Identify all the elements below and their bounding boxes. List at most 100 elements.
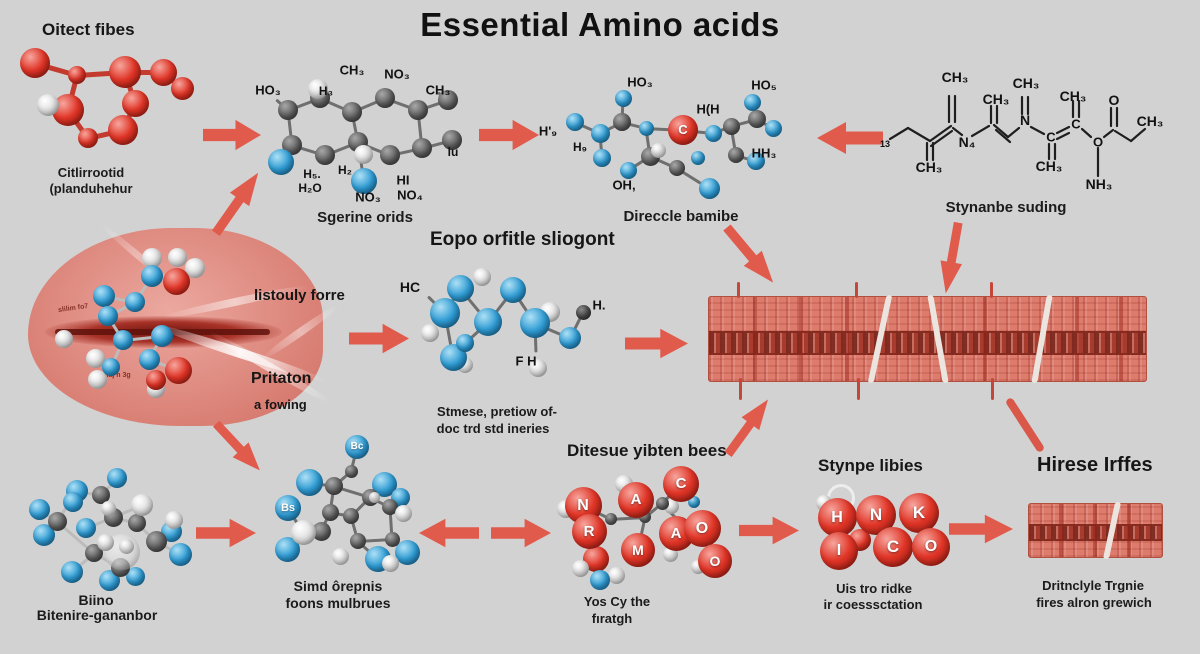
letter-ball: Bs xyxy=(275,495,301,521)
atom-label: CH₃ xyxy=(941,69,969,85)
atom-ball xyxy=(93,285,115,307)
atom-ball xyxy=(408,100,428,120)
atom-ball xyxy=(381,554,399,572)
atom-ball xyxy=(268,149,294,175)
atom-ball xyxy=(590,123,610,143)
atom-ball xyxy=(520,308,550,338)
atom-ball xyxy=(743,93,761,111)
atom-ball xyxy=(353,144,373,164)
oitect-caption-1: Citlirrootid xyxy=(57,165,125,180)
atom-label: NO₃ xyxy=(384,66,410,82)
stynpe-heading: Stynpe libies xyxy=(818,456,923,475)
atom-ball xyxy=(33,524,55,546)
simd-caption-2: foons mulbrues xyxy=(285,595,391,611)
fiber-seam xyxy=(1119,297,1123,381)
atom-ball xyxy=(384,531,400,547)
letter-ball: O xyxy=(912,528,950,566)
atom-label: H'₉ xyxy=(538,123,558,139)
atom-label: H. xyxy=(592,297,606,313)
atom-ball xyxy=(430,298,460,328)
letter-ball: M xyxy=(621,533,655,567)
atom-ball xyxy=(63,492,83,512)
atom-label: NO₃ xyxy=(355,189,381,205)
atom-ball xyxy=(128,514,146,532)
arrow-left-stynanbe-to-direccle xyxy=(817,119,883,157)
arrow-left-to-simd xyxy=(419,516,479,550)
atom-label: H₅. xyxy=(303,167,321,181)
atom-ball xyxy=(28,498,50,520)
atom-label: N xyxy=(1019,112,1031,128)
letter-ball: O xyxy=(683,509,721,547)
atom-ball xyxy=(109,56,141,88)
yos-caption-2: fıratgh xyxy=(591,611,633,626)
atom-label: NO₄ xyxy=(397,187,423,203)
blob-label-listouly: listouly forre xyxy=(254,287,345,304)
atom-ball xyxy=(375,88,395,108)
atom-ball xyxy=(412,138,432,158)
atom-ball xyxy=(500,277,526,303)
atom-label: F H xyxy=(515,353,537,369)
fiber-stick xyxy=(855,282,858,298)
atom-ball xyxy=(295,468,323,496)
atom-label: CH₃ xyxy=(339,62,365,78)
atom-ball xyxy=(421,324,439,342)
atom-ball xyxy=(728,147,744,163)
letter-ball: C xyxy=(663,466,699,502)
atom-ball xyxy=(125,292,145,312)
atom-label: O xyxy=(1092,134,1104,150)
atom-ball xyxy=(142,248,162,268)
atom-ball xyxy=(185,258,205,278)
atom-ball xyxy=(722,117,740,135)
stmese-caption-2: doc trd std ineries xyxy=(436,421,550,436)
atom-ball xyxy=(290,519,316,545)
atom-ball xyxy=(331,547,349,565)
atom-ball xyxy=(613,113,631,131)
atom-ball xyxy=(92,486,110,504)
atom-ball xyxy=(456,334,474,352)
atom-ball xyxy=(78,128,98,148)
arrow-down-blob-to-bottom-row xyxy=(207,415,270,480)
stynpe-caption-1: Uis tro ridke xyxy=(836,581,912,596)
atom-ball xyxy=(131,494,153,516)
atom-ball xyxy=(442,130,462,150)
atom-ball xyxy=(571,559,589,577)
atom-label: CH₃ xyxy=(1136,113,1164,129)
atom-ball xyxy=(382,499,398,515)
atom-ball xyxy=(325,477,343,495)
atom-label: CH₃ xyxy=(1059,88,1087,104)
fiber-stick xyxy=(739,378,742,400)
arrow-right-stmese-to-fiber xyxy=(625,328,688,359)
atom-ball xyxy=(20,48,50,78)
atom-ball xyxy=(566,113,584,131)
atom-label: OH, xyxy=(612,177,636,193)
atom-label: HI xyxy=(396,172,410,188)
atom-ball xyxy=(108,115,138,145)
eopo-heading: Eopo orfitle sliogont xyxy=(430,229,615,250)
atom-ball xyxy=(107,468,127,488)
atom-ball xyxy=(278,100,298,120)
muscle-fiber-strip xyxy=(708,295,1147,383)
letter-ball: Bc xyxy=(345,435,369,459)
hirese-caption-1: Dritnclyle Trgnie xyxy=(1042,578,1144,593)
atom-ball xyxy=(474,308,502,336)
atom-label: N₄ xyxy=(958,134,976,150)
atom-ball xyxy=(145,530,167,552)
atom-ball xyxy=(655,496,669,510)
atom-ball xyxy=(438,90,458,110)
arrow-right-biino-to-simd xyxy=(196,518,256,548)
atom-ball xyxy=(170,76,194,100)
atom-ball xyxy=(344,464,358,478)
atom-ball xyxy=(168,542,192,566)
fiber-stick xyxy=(737,282,740,298)
arrow-right-stynpe-to-hirese xyxy=(949,514,1013,544)
atom-label: C xyxy=(1046,129,1056,145)
fiber-seam xyxy=(1127,504,1131,557)
arrow-up-ditesue-to-fiber xyxy=(717,392,778,462)
atom-label: CH₃ xyxy=(1012,75,1040,91)
atom-ball xyxy=(559,327,581,349)
fiber-seam xyxy=(799,297,803,381)
atom-label: HO₃ xyxy=(255,82,281,98)
atom-label: H₃ xyxy=(318,84,334,98)
atom-ball xyxy=(315,145,335,165)
fiber-stick xyxy=(857,378,860,400)
